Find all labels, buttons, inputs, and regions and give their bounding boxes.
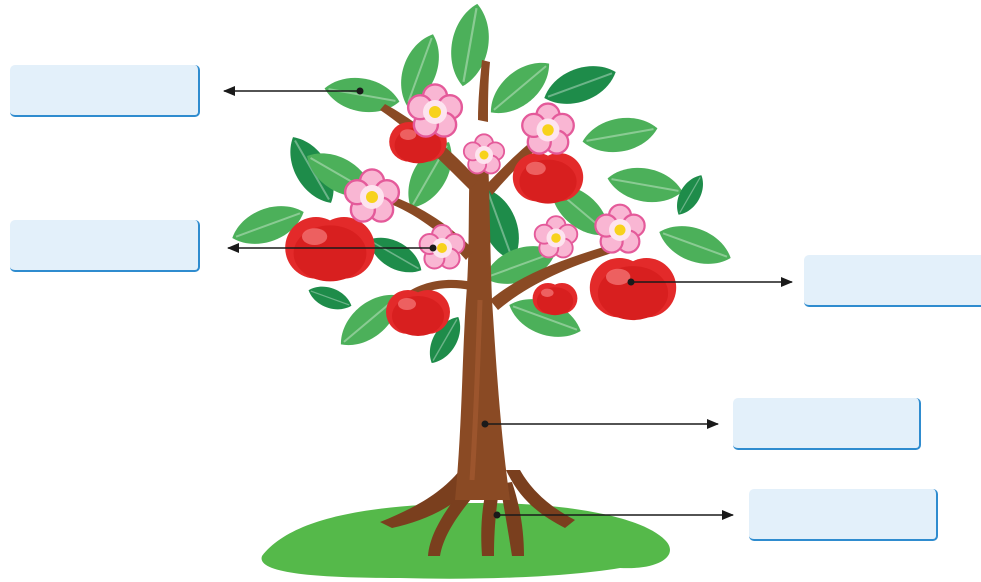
flower-label-box[interactable] [10, 220, 200, 272]
pointer-root [493, 510, 734, 520]
root-label-box[interactable] [749, 489, 938, 541]
pointer-leaf [223, 86, 364, 96]
pointer-stem [481, 419, 719, 429]
trunk-highlight [469, 299, 483, 481]
stem-label-box[interactable] [733, 398, 921, 450]
pointer-fruit [627, 277, 793, 287]
pointer-flower [227, 243, 437, 253]
fruit-label-box[interactable] [804, 255, 981, 307]
leaf-label-box[interactable] [10, 65, 200, 117]
